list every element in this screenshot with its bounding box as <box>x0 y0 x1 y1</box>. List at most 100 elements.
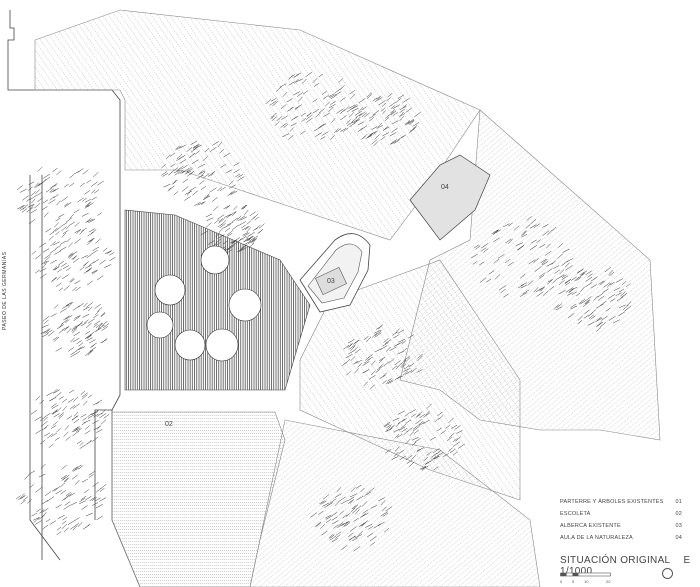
canopy-stroke <box>69 277 74 283</box>
canopy-stroke <box>186 168 193 173</box>
canopy-stroke <box>386 379 393 384</box>
canopy-stroke <box>180 165 188 170</box>
canopy-stroke <box>96 425 102 430</box>
canopy-stroke <box>613 319 620 324</box>
canopy-stroke <box>358 98 366 104</box>
canopy-stroke <box>579 300 587 305</box>
canopy-stroke <box>49 520 57 525</box>
canopy-stroke <box>76 340 82 345</box>
canopy-stroke <box>396 375 404 380</box>
canopy-stroke <box>376 95 382 100</box>
canopy-stroke <box>616 296 624 302</box>
canopy-stroke <box>86 337 93 342</box>
canopy-stroke <box>199 180 205 185</box>
canopy-stroke <box>538 275 545 279</box>
canopy-stroke <box>455 436 462 442</box>
canopy-stroke <box>328 106 334 112</box>
canopy-stroke <box>584 309 590 315</box>
legend-num: 02 <box>675 511 682 517</box>
canopy-stroke <box>325 516 332 520</box>
canopy-stroke <box>412 125 418 129</box>
canopy-stroke <box>360 513 366 518</box>
canopy-stroke <box>382 372 388 377</box>
canopy-stroke <box>49 231 55 236</box>
canopy-stroke <box>391 456 399 460</box>
canopy-stroke <box>69 405 76 410</box>
canopy-stroke <box>58 412 65 418</box>
canopy-stroke <box>367 94 372 100</box>
canopy-stroke <box>395 97 402 103</box>
canopy-stroke <box>392 331 398 336</box>
canopy-stroke <box>366 491 372 496</box>
canopy-stroke <box>73 324 80 329</box>
canopy-stroke <box>29 194 37 200</box>
canopy-stroke <box>621 281 627 286</box>
canopy-stroke <box>390 109 396 113</box>
canopy-stroke <box>293 78 299 84</box>
canopy-stroke <box>495 274 501 280</box>
canopy-stroke <box>596 316 602 321</box>
canopy-stroke <box>517 245 524 251</box>
canopy-stroke <box>233 169 240 174</box>
canopy-stroke <box>606 282 612 288</box>
canopy-stroke <box>362 369 370 374</box>
canopy-stroke <box>362 501 368 507</box>
canopy-stroke <box>570 303 577 308</box>
canopy-stroke <box>85 523 91 528</box>
canopy-stroke <box>600 322 607 327</box>
canopy-stroke <box>87 414 95 419</box>
canopy-stroke <box>390 424 395 429</box>
building-04 <box>409 154 491 241</box>
canopy-stroke <box>184 170 192 175</box>
canopy-stroke <box>66 237 71 243</box>
canopy-stroke <box>522 289 530 295</box>
canopy-stroke <box>348 104 356 109</box>
canopy-stroke <box>66 267 71 271</box>
canopy-stroke <box>401 418 407 422</box>
canopy-stroke <box>335 91 342 95</box>
canopy-stroke <box>275 86 282 92</box>
canopy-stroke <box>43 424 49 429</box>
canopy-stroke <box>373 141 379 147</box>
canopy-stroke <box>374 348 382 353</box>
canopy-stroke <box>50 277 57 283</box>
canopy-stroke <box>93 172 99 178</box>
canopy-stroke <box>620 292 628 298</box>
canopy-stroke <box>541 261 549 266</box>
canopy-stroke <box>423 412 431 418</box>
canopy-stroke <box>77 522 83 528</box>
canopy-stroke <box>68 492 76 497</box>
canopy-stroke <box>318 123 325 129</box>
canopy-stroke <box>437 411 443 417</box>
canopy-stroke <box>87 318 95 324</box>
canopy-stroke <box>96 515 104 521</box>
canopy-stroke <box>283 123 289 128</box>
canopy-stroke <box>271 116 278 121</box>
canopy-stroke <box>39 268 47 272</box>
canopy-stroke <box>399 455 406 461</box>
canopy-stroke <box>173 169 180 174</box>
canopy-stroke <box>34 203 41 209</box>
canopy-stroke <box>210 170 216 177</box>
canopy-stroke <box>35 269 40 274</box>
canopy-stroke <box>48 199 56 204</box>
canopy-stroke <box>235 173 241 178</box>
canopy-stroke <box>84 264 92 269</box>
canopy-stroke <box>95 322 103 328</box>
canopy-stroke <box>176 165 184 172</box>
canopy-stroke <box>384 421 391 427</box>
canopy-stroke <box>62 326 70 331</box>
canopy-stroke <box>272 101 279 107</box>
canopy-stroke <box>558 242 564 248</box>
canopy-stroke <box>312 108 320 114</box>
canopy-stroke <box>559 269 565 275</box>
canopy-stroke <box>61 476 66 481</box>
canopy-stroke <box>526 216 532 221</box>
canopy-stroke <box>62 516 68 521</box>
canopy-stroke <box>66 493 72 498</box>
canopy-stroke <box>351 505 357 509</box>
canopy-stroke <box>343 521 349 527</box>
canopy-stroke <box>395 364 401 370</box>
canopy-stroke <box>525 224 531 229</box>
canopy-stroke <box>226 246 232 251</box>
